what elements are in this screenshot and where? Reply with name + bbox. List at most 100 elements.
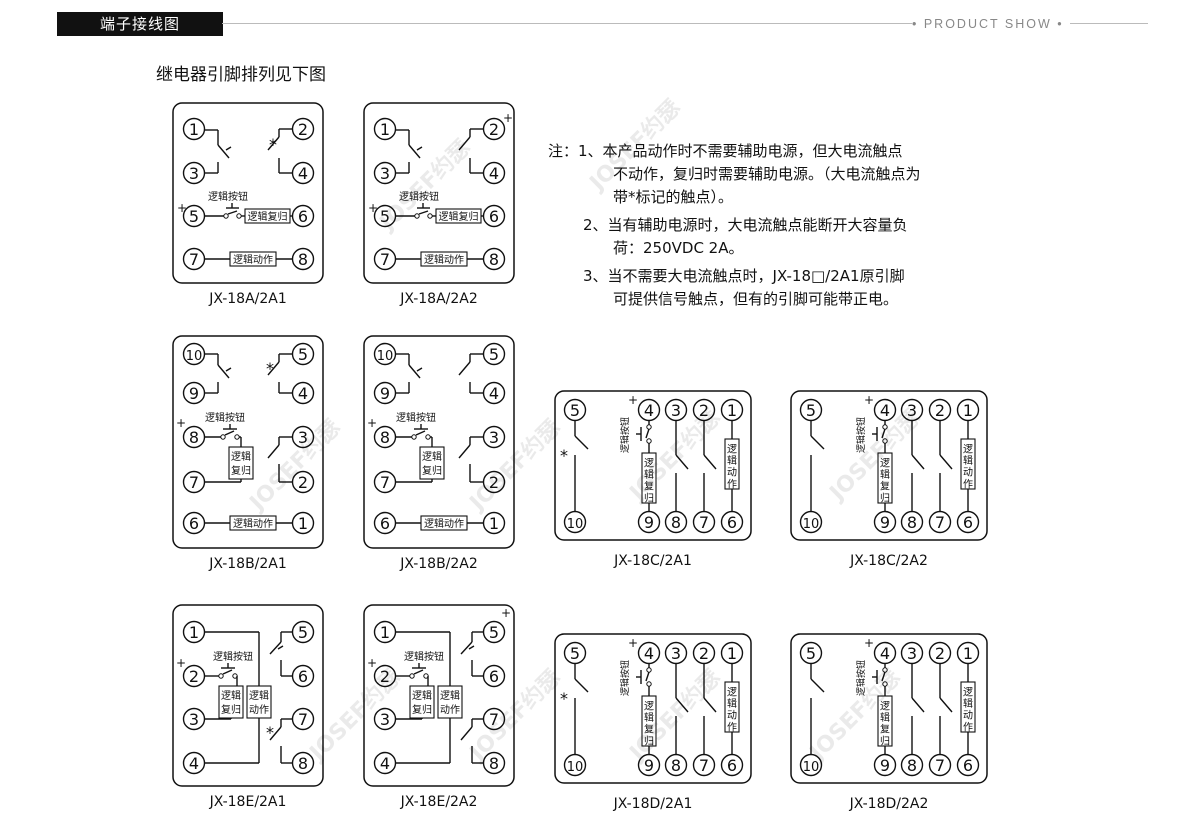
pin-number: 6 xyxy=(963,756,973,775)
pin-number: 5 xyxy=(189,207,199,226)
logic-box-char: 逻 xyxy=(644,700,654,712)
logic-box-char: 辑 xyxy=(644,468,654,481)
pin-number: 1 xyxy=(727,644,737,663)
pin-number: 2 xyxy=(489,120,499,139)
pin-number: 7 xyxy=(935,513,945,532)
logic-box-char: 辑 xyxy=(727,697,737,710)
pin-terminal xyxy=(799,753,823,777)
pin-number: 4 xyxy=(489,384,499,403)
wire xyxy=(413,669,424,675)
pin-number: 6 xyxy=(727,756,737,775)
positive-terminal-mark: + xyxy=(176,656,186,670)
logic-box-char: 作 xyxy=(727,478,737,490)
pin-terminal xyxy=(900,753,924,777)
pin-terminal xyxy=(482,204,506,228)
pin-number: 5 xyxy=(380,207,390,226)
wire xyxy=(222,669,233,675)
button-contact xyxy=(234,434,240,440)
pin-number: 1 xyxy=(189,623,199,642)
pin-number: 8 xyxy=(489,250,499,269)
pin-number: 7 xyxy=(489,710,499,729)
relay-outline xyxy=(554,633,752,784)
pin-terminal xyxy=(373,751,397,775)
pin-number: 1 xyxy=(963,401,973,420)
pin-number: 9 xyxy=(644,513,654,532)
pin-number: 5 xyxy=(298,623,308,642)
pin-number: 1 xyxy=(298,514,308,533)
relay-outline xyxy=(363,102,515,284)
pin-number: 5 xyxy=(570,401,580,420)
pin-terminal xyxy=(373,620,397,644)
button-label: 逻辑按钮 xyxy=(396,411,436,424)
pin-terminal xyxy=(482,161,506,185)
pin-number: 7 xyxy=(699,513,709,532)
pin-number: 1 xyxy=(380,120,390,139)
pin-number: 3 xyxy=(380,710,390,729)
pin-number: 4 xyxy=(644,644,654,663)
wire xyxy=(267,444,280,459)
button-contact xyxy=(427,213,433,219)
pin-terminal xyxy=(373,161,397,185)
pin-terminal xyxy=(291,470,315,494)
pin-terminal xyxy=(692,510,716,534)
relay-outline xyxy=(790,390,988,541)
pin-terminal xyxy=(182,751,206,775)
logic-box-label: 逻辑 xyxy=(231,450,251,463)
model-caption: JX-18A/2A1 xyxy=(208,291,287,307)
wire xyxy=(269,641,282,655)
pin-terminal xyxy=(637,753,661,777)
positive-terminal-mark: + xyxy=(368,201,378,215)
pin-number: 6 xyxy=(189,514,199,533)
wire xyxy=(703,454,717,470)
pin-number: 5 xyxy=(489,345,499,364)
pin-terminal xyxy=(692,641,716,665)
wire xyxy=(225,146,232,151)
pin-terminal xyxy=(182,161,206,185)
pin-number: 4 xyxy=(298,164,308,183)
logic-box-char: 逻 xyxy=(727,686,737,698)
pin-terminal xyxy=(182,511,206,535)
watermark-text: JOSEF约瑟 xyxy=(823,405,925,507)
pin-number: 1 xyxy=(489,514,499,533)
wire xyxy=(458,136,471,151)
logic-box-label: 复归 xyxy=(422,464,442,477)
wire xyxy=(939,697,953,713)
wire xyxy=(416,146,423,151)
pin-terminal xyxy=(373,707,397,731)
logic-box-label: 复归 xyxy=(412,703,432,716)
pin-terminal xyxy=(482,707,506,731)
pin-terminal xyxy=(373,247,397,271)
wire xyxy=(458,444,471,459)
logic-box-label: 复归 xyxy=(221,703,241,716)
pin-terminal xyxy=(182,664,206,688)
model-caption: JX-18B/2A1 xyxy=(208,556,287,572)
pin-number: 10 xyxy=(803,517,820,532)
pin-terminal xyxy=(373,117,397,141)
relay-outline xyxy=(172,102,324,284)
pin-terminal xyxy=(900,510,924,534)
pin-number: 9 xyxy=(189,384,199,403)
logic-box-char: 逻 xyxy=(727,443,737,455)
pin-number: 5 xyxy=(570,644,580,663)
pin-terminal xyxy=(291,342,315,366)
pin-terminal xyxy=(482,117,506,141)
pin-number: 2 xyxy=(935,644,945,663)
pin-terminal xyxy=(637,641,661,665)
logic-box-label: 逻辑复归 xyxy=(439,210,479,223)
positive-terminal-mark: + xyxy=(501,606,511,620)
button-contact xyxy=(411,434,417,440)
pin-number: 3 xyxy=(907,401,917,420)
pin-number: 8 xyxy=(298,250,308,269)
pin-number: 1 xyxy=(963,644,973,663)
pin-number: 10 xyxy=(377,349,394,364)
logic-box xyxy=(228,446,254,480)
positive-terminal-mark: + xyxy=(177,201,187,215)
pin-terminal xyxy=(182,204,206,228)
pin-terminal xyxy=(182,117,206,141)
pin-terminal xyxy=(563,641,587,665)
wire xyxy=(810,678,825,693)
